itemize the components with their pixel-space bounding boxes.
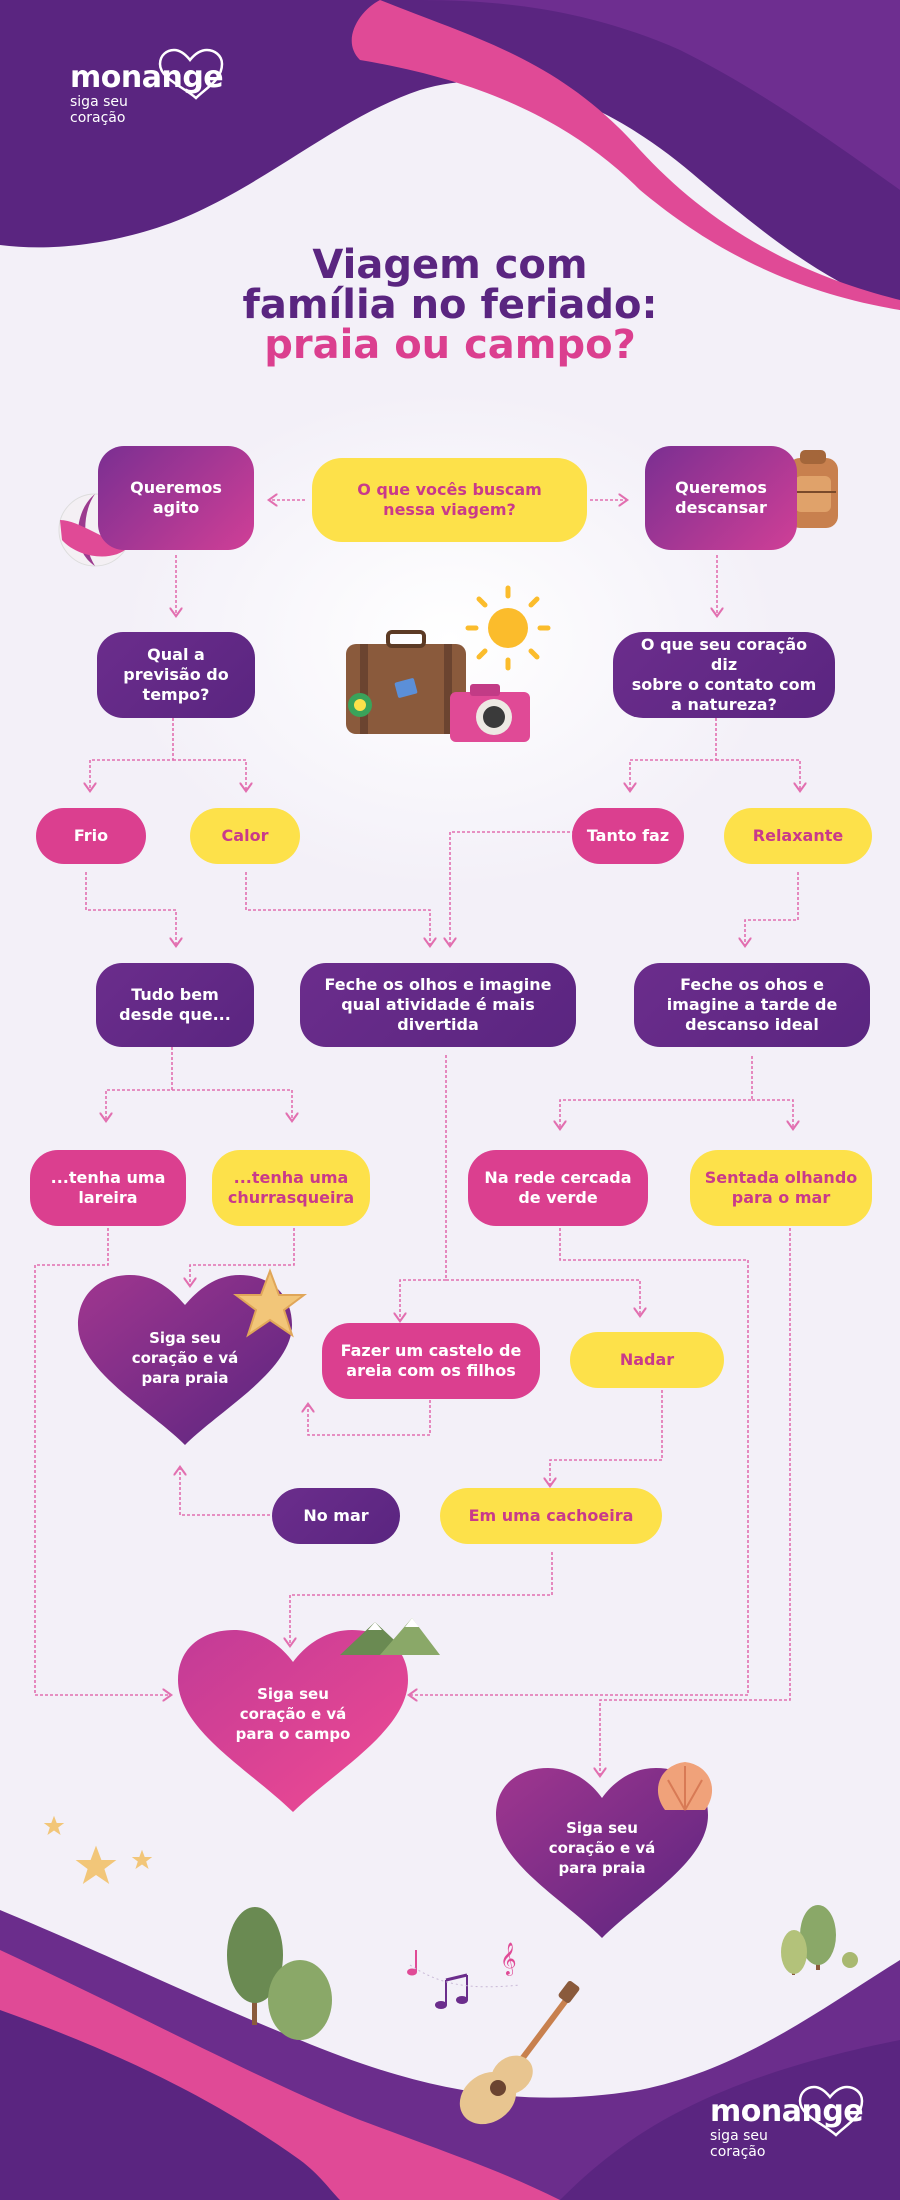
- brand-logo-bottom: monange siga seu coração: [710, 2094, 864, 2161]
- node-feche-atividade: Feche os olhos e imagine qual atividade …: [300, 963, 576, 1047]
- brand-tagline-1: siga seu: [710, 2128, 768, 2144]
- node-feche-descanso: Feche os ohos e imagine a tarde de desca…: [634, 963, 870, 1047]
- page-title-line1: Viagem com: [312, 242, 588, 288]
- page-title-line3: praia ou campo?: [264, 322, 636, 368]
- node-previsao: Qual a previsão do tempo?: [97, 632, 255, 718]
- flow-connectors: [34, 500, 800, 1775]
- node-tanto-faz: Tanto faz: [572, 808, 684, 864]
- heart-praia-bottom-label: Siga seu coração e vá para praia: [548, 1819, 656, 1877]
- heart-campo-label: Siga seu coração e vá para o campo: [235, 1685, 351, 1743]
- node-tudo-bem: Tudo bem desde que...: [96, 963, 254, 1047]
- heart-campo: [178, 1630, 408, 1812]
- node-descansar: Queremos descansar: [645, 446, 797, 550]
- node-cachoeira: Em uma cachoeira: [440, 1488, 662, 1544]
- heart-praia-top-label: Siga seu coração e vá para praia: [131, 1329, 239, 1387]
- brand-name: monange: [70, 60, 224, 95]
- node-natureza: O que seu coração diz sobre o contato co…: [613, 632, 835, 718]
- start-question: O que vocês buscam nessa viagem?: [312, 458, 587, 542]
- node-nadar: Nadar: [570, 1332, 724, 1388]
- node-frio: Frio: [36, 808, 146, 864]
- node-lareira: ...tenha uma lareira: [30, 1150, 186, 1226]
- node-calor: Calor: [190, 808, 300, 864]
- node-castelo: Fazer um castelo de areia com os filhos: [322, 1323, 540, 1399]
- brand-tagline-2: coração: [710, 2144, 766, 2160]
- node-no-mar: No mar: [272, 1488, 400, 1544]
- heart-praia-bottom: [496, 1768, 708, 1938]
- brand-logo-top: monange siga seu coração: [70, 60, 224, 127]
- brand-tagline-1: siga seu: [70, 94, 128, 110]
- brand-tagline-2: coração: [70, 110, 126, 126]
- node-agito: Queremos agito: [98, 446, 254, 550]
- brand-name: monange: [710, 2094, 864, 2129]
- node-rede: Na rede cercada de verde: [468, 1150, 648, 1226]
- node-relaxante: Relaxante: [724, 808, 872, 864]
- node-churrasqueira: ...tenha uma churrasqueira: [212, 1150, 370, 1226]
- node-sentada: Sentada olhando para o mar: [690, 1150, 872, 1226]
- page-title-line2: família no feriado:: [242, 282, 658, 328]
